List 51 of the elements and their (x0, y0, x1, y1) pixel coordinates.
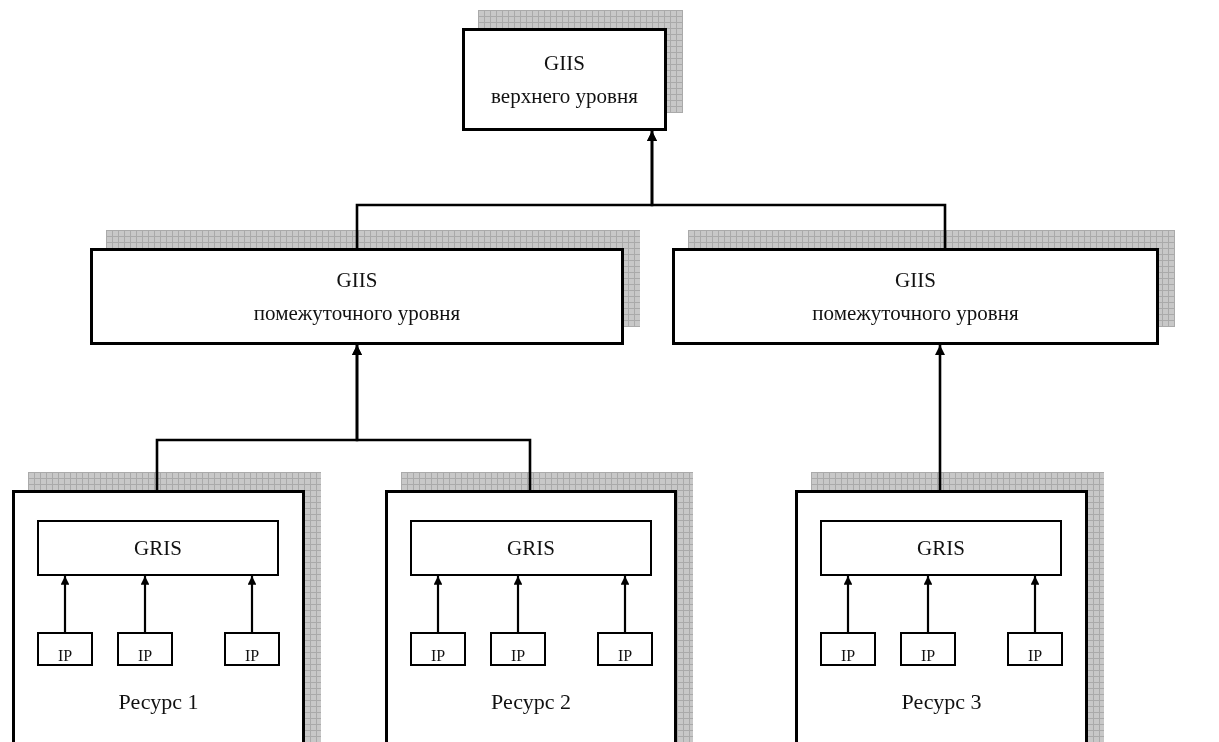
node-label: IP (1027, 648, 1043, 664)
arrow (247, 576, 257, 632)
resource-box (385, 490, 677, 742)
ip-box (820, 632, 876, 666)
arrow (351, 345, 532, 490)
node-label: IP (920, 648, 936, 664)
arrow (843, 576, 853, 632)
node-label: IP (617, 648, 633, 664)
arrow (923, 576, 933, 632)
node-label: GRIS (134, 535, 182, 561)
gris-box (410, 520, 652, 576)
ip-box (37, 632, 93, 666)
ip-box (410, 632, 466, 666)
resource-box (12, 490, 305, 742)
ip-box (597, 632, 653, 666)
node-label: GRIS (917, 535, 965, 561)
node-subtitle: верхнего уровня (491, 83, 638, 109)
node-label: IP (430, 648, 446, 664)
arrow (140, 576, 150, 632)
node-label: Ресурс 2 (491, 689, 571, 715)
ip-box (490, 632, 546, 666)
arrow (646, 131, 947, 248)
arrow (934, 345, 946, 490)
node-label: GRIS (507, 535, 555, 561)
node-label: IP (840, 648, 856, 664)
arrow (433, 576, 443, 632)
gris-box (37, 520, 279, 576)
node-label: IP (137, 648, 153, 664)
node-subtitle: помежуточного уровня (253, 300, 461, 326)
resource-box (795, 490, 1088, 742)
process-box (672, 248, 1159, 345)
node-title: GIIS (544, 50, 585, 76)
node-label: Ресурс 3 (901, 689, 982, 715)
ip-box (1007, 632, 1063, 666)
node-label: IP (57, 648, 73, 664)
ip-box (224, 632, 280, 666)
node-label: IP (510, 648, 526, 664)
gris-box (820, 520, 1062, 576)
node-title: GIIS (895, 267, 936, 293)
arrow (513, 576, 523, 632)
process-box (90, 248, 624, 345)
node-label: IP (244, 648, 260, 664)
arrow (1030, 576, 1040, 632)
node-subtitle: помежуточного уровня (812, 300, 1019, 326)
ip-box (117, 632, 173, 666)
arrow (620, 576, 630, 632)
ip-box (900, 632, 956, 666)
node-title: GIIS (336, 267, 378, 293)
process-box (462, 28, 667, 131)
node-label: Ресурс 1 (118, 689, 199, 715)
arrow (60, 576, 70, 632)
